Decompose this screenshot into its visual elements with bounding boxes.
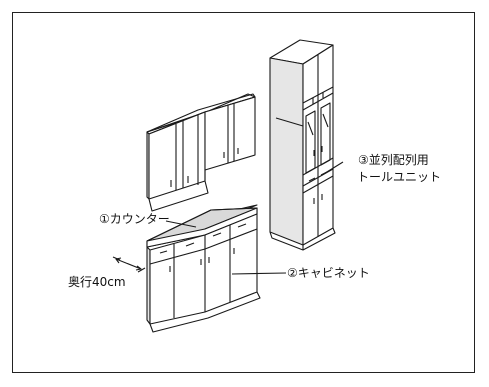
depth-dimension <box>112 256 146 273</box>
tall-unit <box>269 39 336 251</box>
tall-unit-leader <box>321 161 344 176</box>
cabinet-label: ②キャビネット <box>287 266 370 280</box>
tall-unit-label-line1: ③並列配列用 <box>358 153 429 167</box>
tall-unit-label-line2: トールユニット <box>357 170 442 184</box>
wall-cabinets <box>146 93 256 212</box>
diagram-frame <box>12 12 475 373</box>
counter-leader <box>165 220 197 228</box>
depth-label: 奥行40cm <box>68 275 126 289</box>
counter-label: ①カウンター <box>99 212 170 226</box>
base-cabinet <box>146 204 261 333</box>
cabinet-leader <box>231 272 287 275</box>
